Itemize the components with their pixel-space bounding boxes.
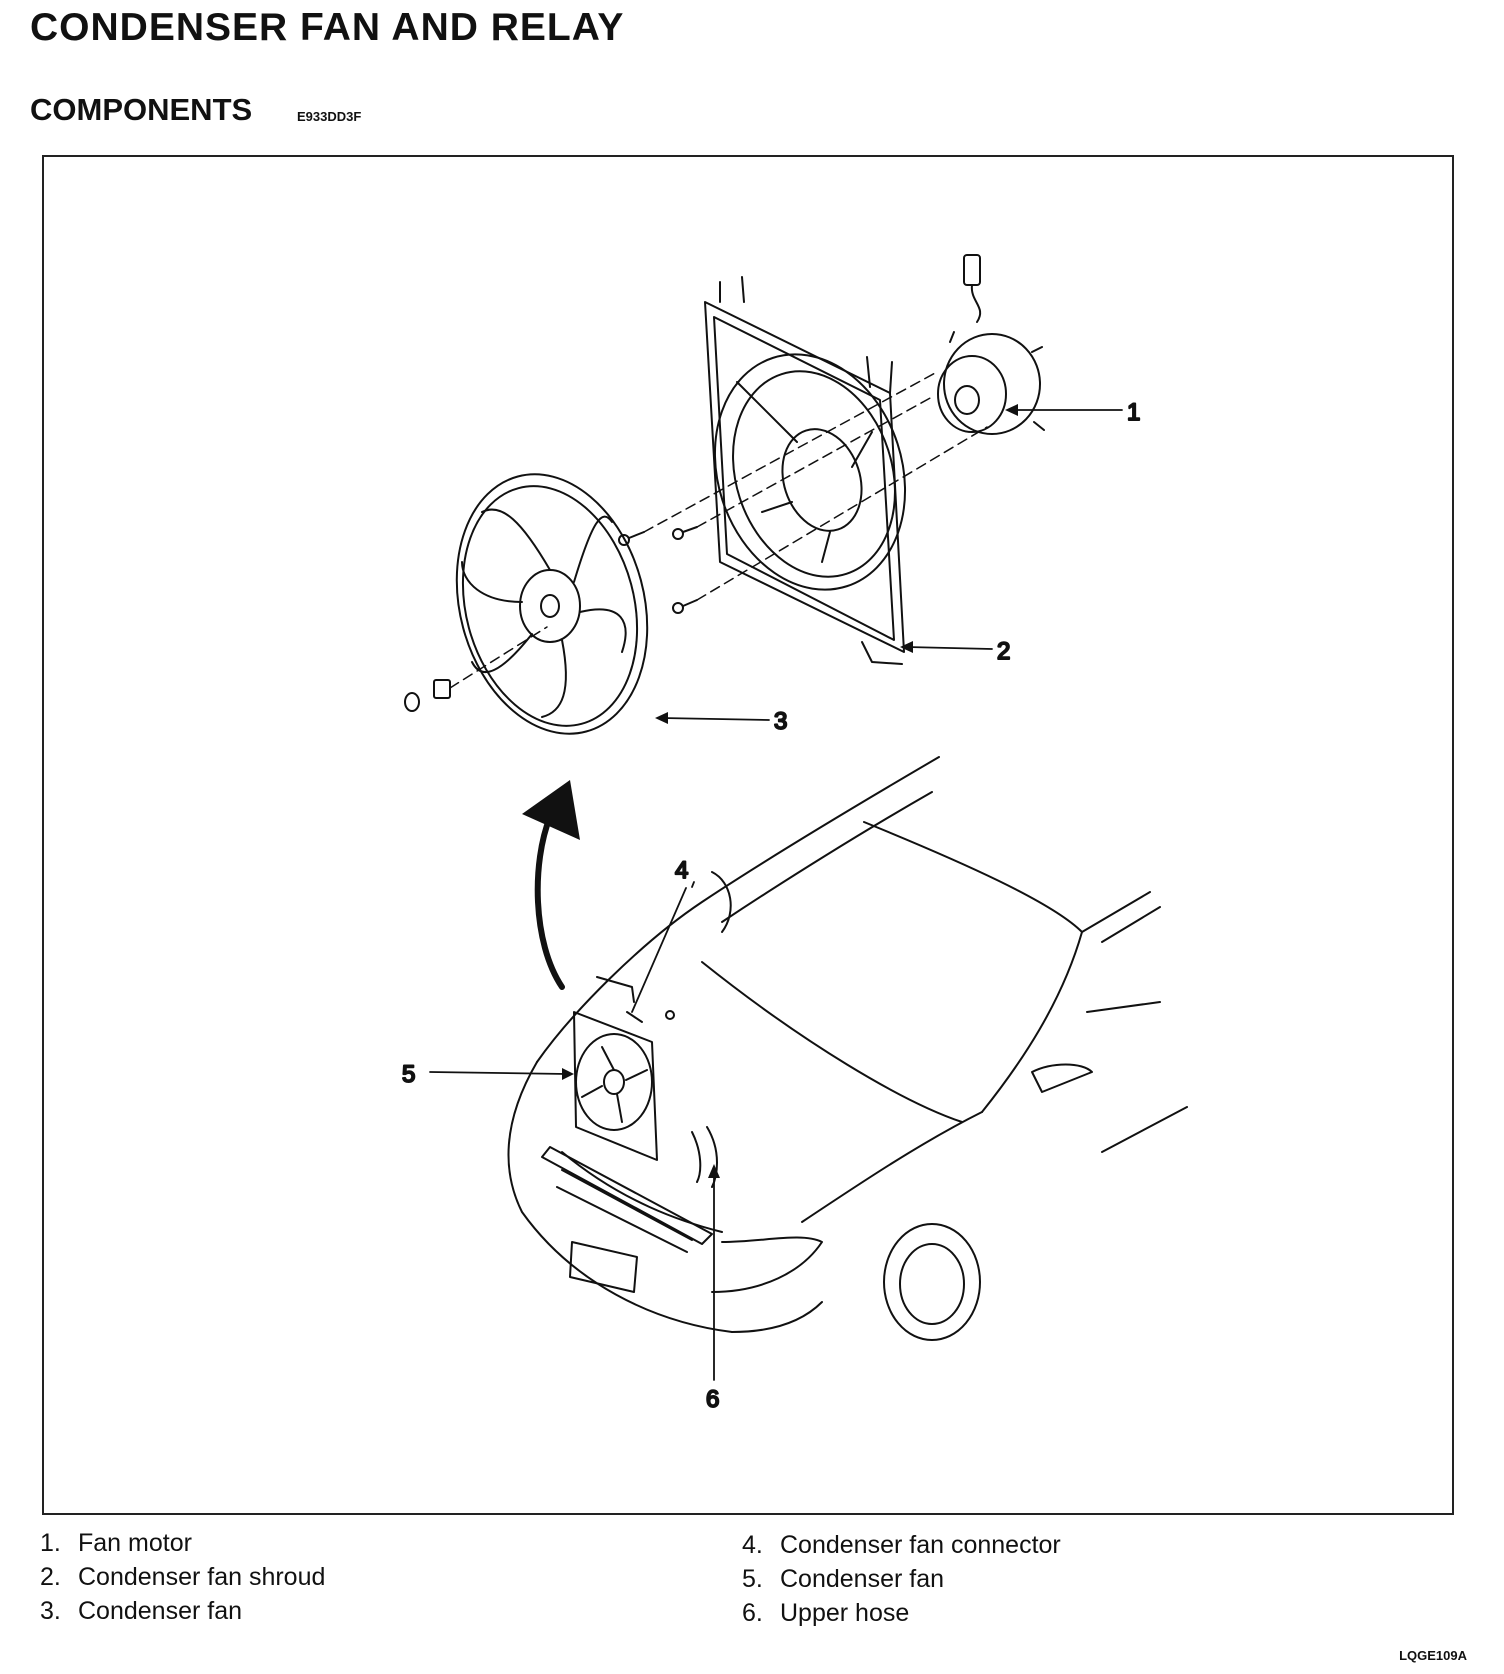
legend-number: 2. [40, 1563, 61, 1591]
legend-number: 5. [742, 1565, 763, 1593]
legend-item: 2. Condenser fan shroud [40, 1560, 325, 1594]
legend-number: 1. [40, 1529, 61, 1557]
condenser-fan-drawing [455, 473, 649, 735]
legend-item: 3. Condenser fan [40, 1594, 325, 1628]
legend-item: 4. Condenser fan connector [742, 1528, 1061, 1562]
section-code: E933DD3F [297, 109, 362, 124]
fan-motor-drawing [937, 254, 1045, 435]
assembly-lines [449, 371, 988, 689]
legend-label: Condenser fan connector [780, 1531, 1061, 1559]
curved-arrow [522, 780, 580, 990]
figure-id: LQGE109A [1399, 1648, 1467, 1663]
legend-number: 3. [40, 1597, 61, 1625]
callout-6: 6 [706, 1386, 719, 1413]
callout-leaders [429, 404, 1123, 1381]
legend-right: 4. Condenser fan connector 5. Condenser … [742, 1528, 1061, 1630]
legend-label: Condenser fan [78, 1597, 243, 1625]
callout-1: 1 [1127, 399, 1140, 426]
diagram-drawing: 1 2 3 4 5 6 [401, 254, 1188, 1414]
legend-label: Upper hose [780, 1599, 910, 1627]
car-drawing [507, 756, 1188, 1341]
callout-5: 5 [402, 1061, 415, 1088]
page-title: CONDENSER FAN AND RELAY [30, 6, 625, 49]
callout-3: 3 [774, 708, 787, 735]
callout-2: 2 [997, 638, 1010, 665]
legend-item: 5. Condenser fan [742, 1562, 1061, 1596]
callout-4: 4 [675, 857, 688, 884]
legend-number: 6. [742, 1599, 763, 1627]
legend-number: 4. [742, 1531, 763, 1559]
legend-label: Fan motor [78, 1529, 192, 1557]
section-title: COMPONENTS [30, 92, 253, 127]
legend-item: 6. Upper hose [742, 1596, 1061, 1630]
legend-left: 1. Fan motor 2. Condenser fan shroud 3. … [40, 1526, 325, 1628]
legend-item: 1. Fan motor [40, 1526, 325, 1560]
installed-fan-drawing [541, 976, 718, 1253]
legend-label: Condenser fan [780, 1565, 945, 1593]
legend-label: Condenser fan shroud [78, 1563, 326, 1591]
component-diagram: 1 2 3 4 5 6 [42, 155, 1454, 1515]
fan-shroud-drawing [704, 276, 907, 665]
screws-drawing [404, 526, 698, 712]
